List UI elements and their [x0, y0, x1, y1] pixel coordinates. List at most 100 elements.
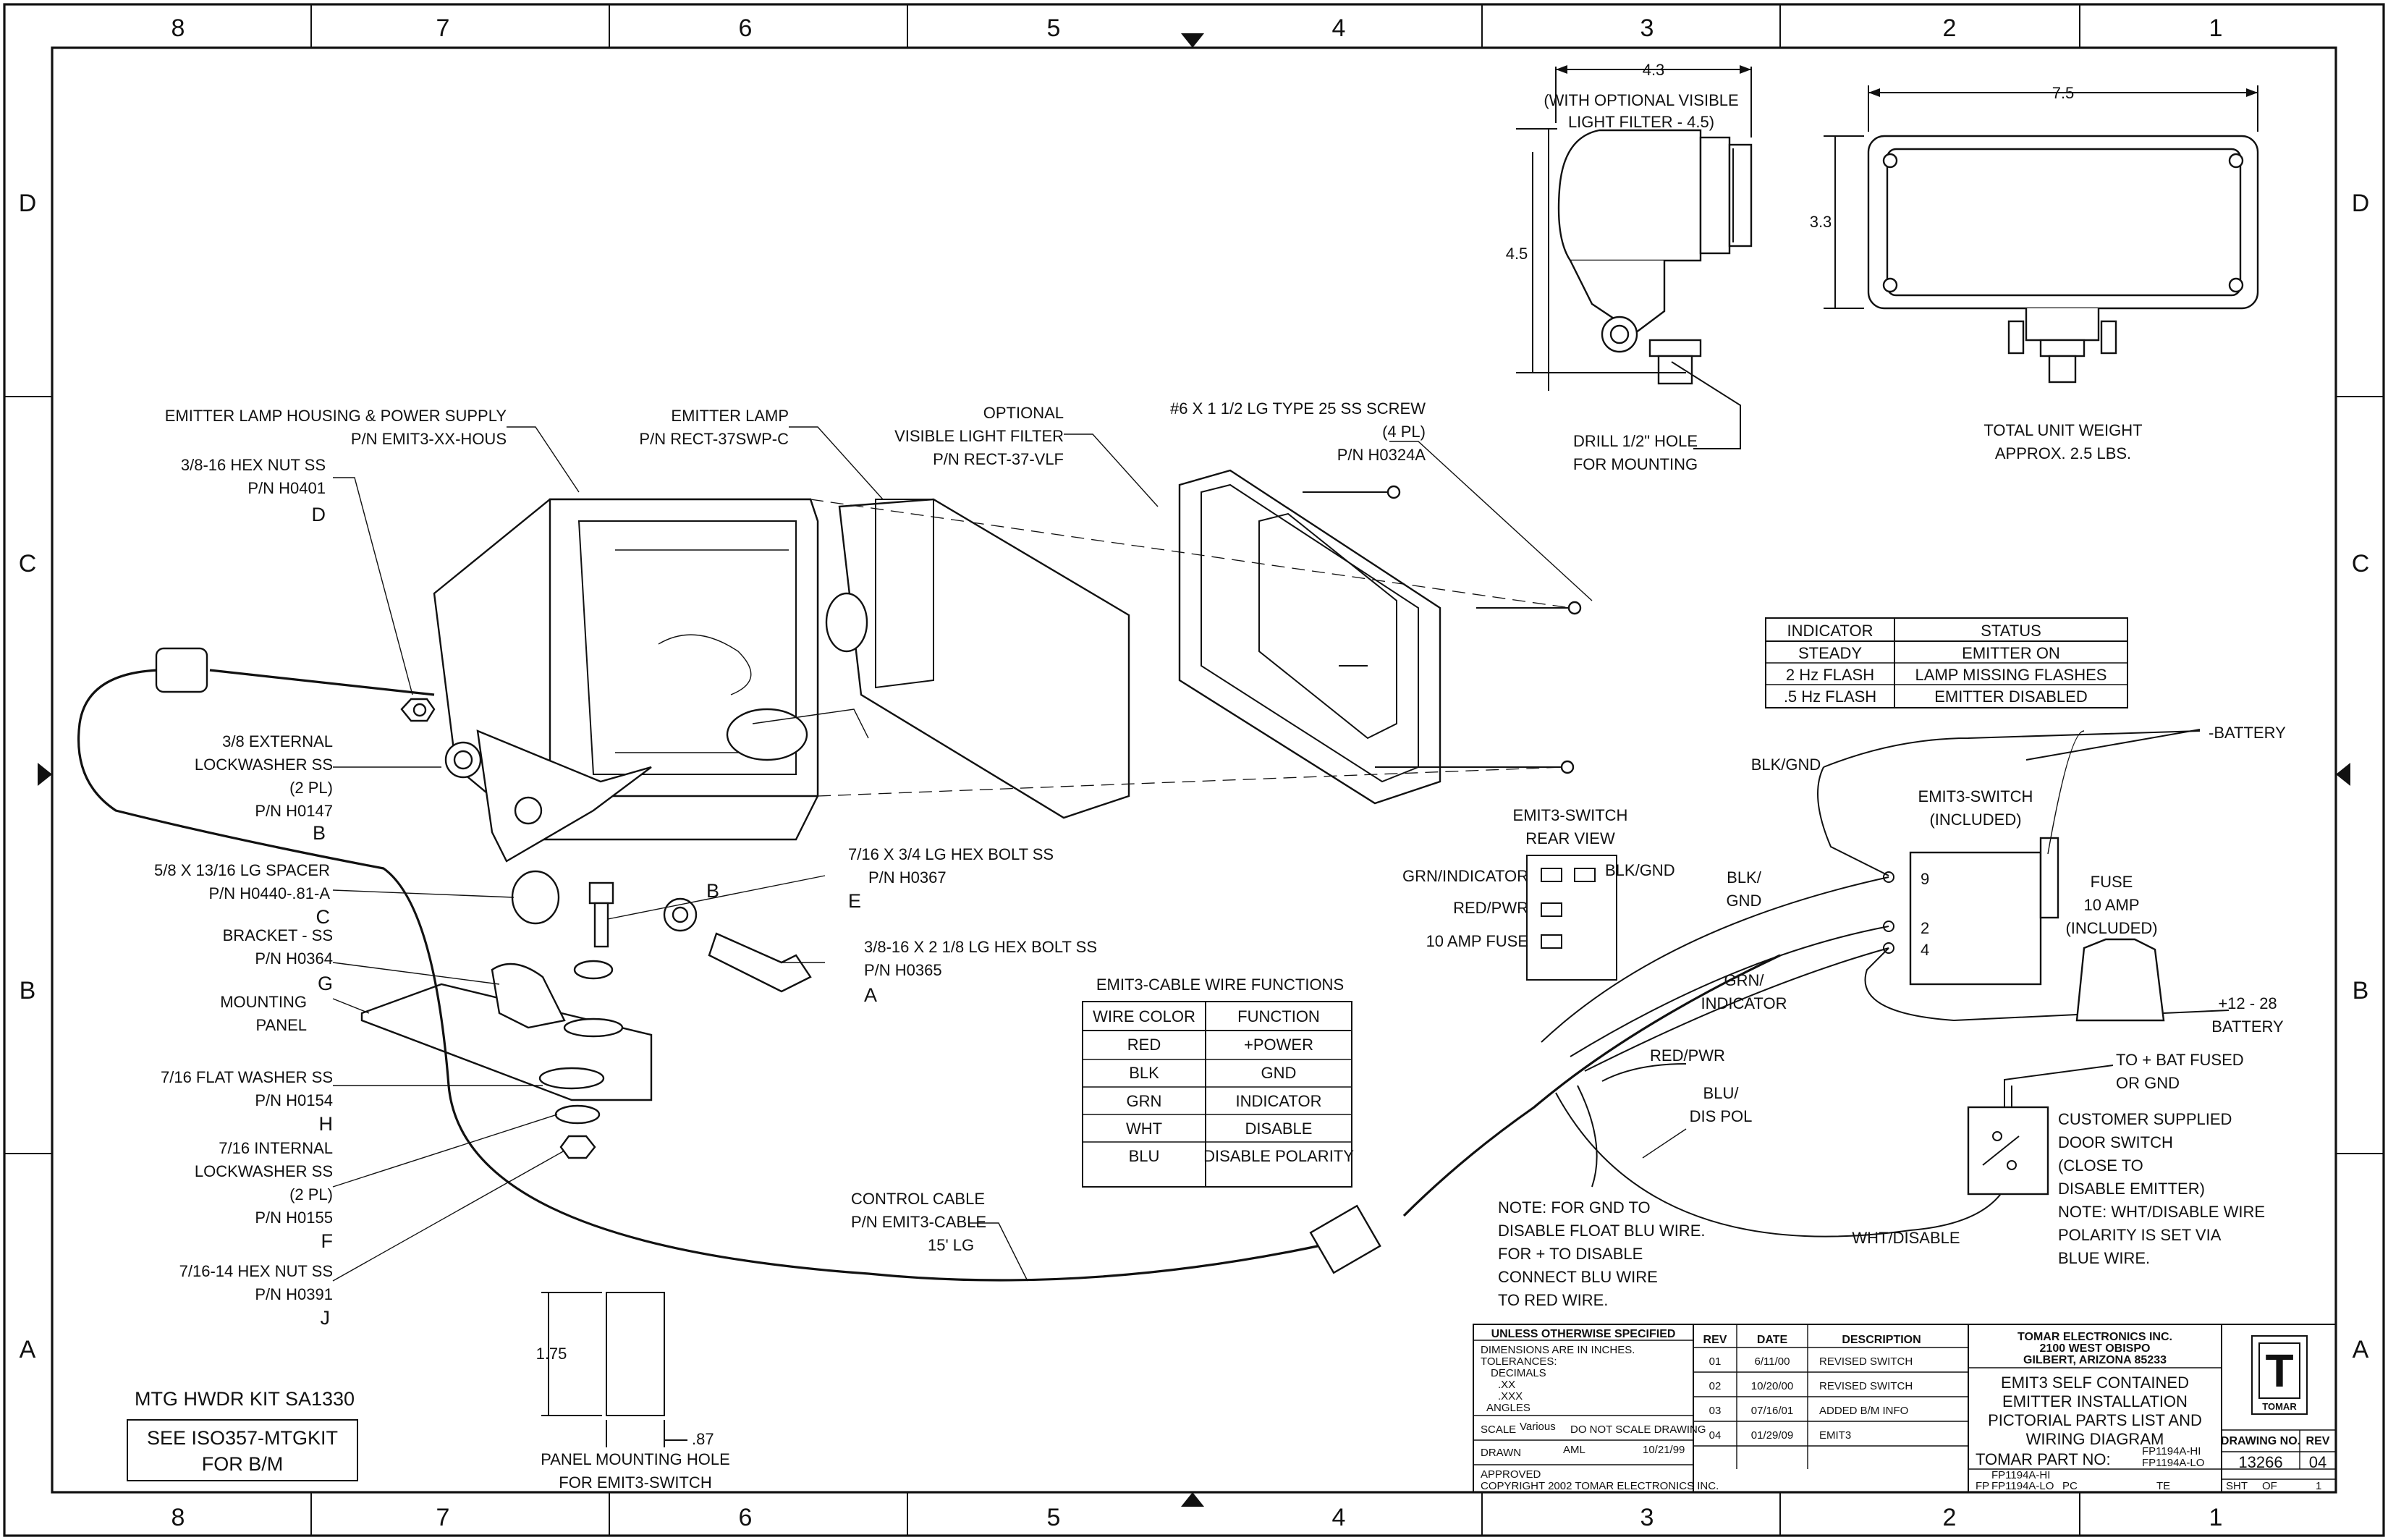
col-label: 1: [2209, 14, 2223, 42]
pin-label: 4: [1921, 941, 1929, 959]
logo-name: TOMAR: [2262, 1401, 2297, 1412]
table-cell: LAMP MISSING FLASHES: [1915, 666, 2107, 684]
rev-cell: REVISED SWITCH: [1819, 1355, 1913, 1368]
callout-lamp-pn: P/N RECT-37SWP-C: [639, 430, 789, 448]
table-header: FUNCTION: [1237, 1007, 1320, 1025]
callout-letter: E: [848, 890, 861, 912]
side-view-drawing: 4.3 (WITH OPTIONAL VISIBLE LIGHT FILTER …: [1506, 61, 1753, 473]
rev-cell: 6/11/00: [1755, 1355, 1790, 1368]
drawing-title: EMITTER INSTALLATION: [2002, 1392, 2188, 1410]
rev-header: DATE: [1757, 1334, 1788, 1346]
callout-letter: B: [313, 822, 326, 844]
callout-housing-pn: P/N EMIT3-XX-HOUS: [351, 430, 507, 448]
callout-letter: G: [318, 973, 333, 994]
callout-hexnut: 3/8-16 HEX NUT SS: [181, 456, 326, 474]
callout-labels: EMITTER LAMP HOUSING & POWER SUPPLY P/N …: [154, 399, 1426, 1329]
callout-bracket: BRACKET - SS: [223, 926, 333, 944]
door-switch-note: DISABLE EMITTER): [2058, 1180, 2205, 1198]
switch-rear-grn: GRN/INDICATOR: [1402, 867, 1528, 885]
rev-cell: 02: [1709, 1380, 1722, 1392]
battery-pos-label: BATTERY: [2211, 1018, 2284, 1036]
title-block-copyright: COPYRIGHT 2002 TOMAR ELECTRONICS INC.: [1481, 1480, 1719, 1492]
drill-note: DRILL 1/2" HOLE: [1573, 432, 1698, 450]
table-cell: EMITTER DISABLED: [1934, 688, 2087, 706]
title-block-drawn: DRAWN: [1481, 1447, 1521, 1459]
callout-nut716: 7/16-14 HEX NUT SS: [179, 1262, 333, 1280]
switch-label: (INCLUDED): [1929, 811, 2021, 829]
table-cell: BLK: [1129, 1064, 1159, 1082]
callout-extlock: 3/8 EXTERNAL: [222, 732, 333, 750]
table-cell: 2 Hz FLASH: [1786, 666, 1874, 684]
callout-cable: CONTROL CABLE: [851, 1190, 985, 1208]
drawing-rev: 04: [2309, 1453, 2326, 1471]
col-label: 1: [2209, 1504, 2223, 1531]
switch-rear-blk: BLK/GND: [1605, 861, 1675, 879]
blu-wire-note: DISABLE FLOAT BLU WIRE.: [1498, 1222, 1705, 1240]
fuse-label: 10 AMP: [2083, 896, 2139, 914]
col-label: 6: [739, 14, 753, 42]
callout-letter: H: [319, 1113, 334, 1135]
callout-intlock: 7/16 INTERNAL: [219, 1139, 333, 1157]
table-cell: INDICATOR: [1236, 1092, 1322, 1110]
rev-header: REV: [1703, 1334, 1727, 1346]
drawing-title: WIRING DIAGRAM: [2026, 1430, 2164, 1448]
blu-wire-note: TO RED WIRE.: [1498, 1291, 1608, 1309]
door-switch-note: POLARITY IS SET VIA: [2058, 1226, 2222, 1244]
wire-label: BLK/: [1727, 868, 1762, 887]
row-label: D: [2352, 190, 2370, 217]
exploded-assembly: [77, 469, 1781, 1282]
dim-height-45: 4.5: [1506, 245, 1528, 263]
rev-header: DESCRIPTION: [1842, 1334, 1921, 1346]
callout-intlock-pn: P/N H0155: [255, 1209, 333, 1227]
callout-panel: MOUNTING: [220, 993, 307, 1011]
col-label: 5: [1047, 1504, 1061, 1531]
col-label: 6: [739, 1504, 753, 1531]
kit-note: MTG HWDR KIT SA1330 SEE ISO357-MTGKIT FO…: [127, 1388, 358, 1481]
callout-screw-qty: (4 PL): [1382, 423, 1426, 441]
col-label: 8: [172, 14, 185, 42]
fp-hi: FP1194A-HI: [1991, 1469, 2050, 1481]
part-number-lo: FP1194A-LO: [2142, 1457, 2204, 1469]
switch-rear-fuse: 10 AMP FUSE: [1426, 932, 1528, 950]
drawing-number-label: DRAWING NO.: [2221, 1435, 2300, 1447]
door-switch-note: NOTE: WHT/DISABLE WIRE: [2058, 1203, 2265, 1221]
col-label: 7: [436, 14, 450, 42]
panel-hole-caption: FOR EMIT3-SWITCH: [559, 1473, 711, 1492]
callout-bolt716: 7/16 X 3/4 LG HEX BOLT SS: [848, 845, 1054, 863]
switch-label: EMIT3-SWITCH: [1918, 787, 2033, 805]
title-block-no-scale: DO NOT SCALE DRAWING: [1570, 1423, 1706, 1436]
blu-wire-note: NOTE: FOR GND TO: [1498, 1198, 1651, 1217]
table-cell: BLU: [1129, 1147, 1160, 1165]
callout-extlock: LOCKWASHER SS: [195, 756, 333, 774]
col-label: 8: [172, 1504, 185, 1531]
callout-filter: VISIBLE LIGHT FILTER: [894, 427, 1064, 445]
drawing-title: PICTORIAL PARTS LIST AND: [1988, 1411, 2202, 1429]
blu-wire-note: FOR + TO DISABLE: [1498, 1245, 1643, 1263]
row-label: C: [19, 550, 37, 578]
col-label: 3: [1640, 14, 1654, 42]
callout-cable-len: 15' LG: [928, 1236, 974, 1254]
wiring-diagram: -BATTERY BLK/GND EMIT3-SWITCH (INCLUDED)…: [1498, 724, 2286, 1309]
title-block-spec: TOLERANCES:: [1481, 1355, 1557, 1368]
rev-cell: 03: [1709, 1405, 1722, 1417]
te-label: TE: [2156, 1480, 2170, 1492]
door-switch-note: CUSTOMER SUPPLIED: [2058, 1110, 2232, 1128]
logo-mark: T: [2265, 1345, 2293, 1397]
wire-label: BLU/: [1703, 1084, 1740, 1102]
rev-cell: 10/20/00: [1751, 1380, 1793, 1392]
battery-neg-label: -BATTERY: [2209, 724, 2286, 742]
drawing-number: 13266: [2238, 1453, 2282, 1471]
fp-label: FP: [1976, 1480, 1989, 1492]
table-header: WIRE COLOR: [1093, 1007, 1195, 1025]
kit-title: MTG HWDR KIT SA1330: [135, 1388, 355, 1410]
table-cell: +POWER: [1244, 1036, 1313, 1054]
title-block-spec: .XXX: [1498, 1390, 1523, 1402]
rev-cell: 07/16/01: [1751, 1405, 1793, 1417]
pin-label: 9: [1921, 870, 1929, 888]
title-block: UNLESS OTHERWISE SPECIFIED DIMENSIONS AR…: [1473, 1324, 2337, 1493]
col-label: 2: [1943, 1504, 1957, 1531]
pc-label: PC: [2062, 1480, 2078, 1492]
tomar-logo: T TOMAR: [2251, 1335, 2308, 1415]
callout-leaders: [332, 426, 1593, 1282]
